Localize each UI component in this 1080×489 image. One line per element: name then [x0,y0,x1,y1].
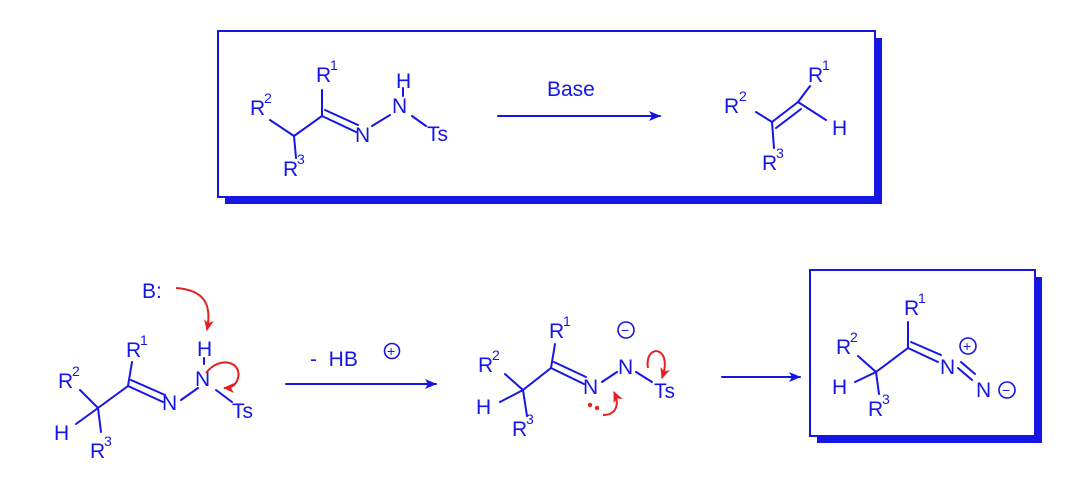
intermediate-n-imine-label: N [583,376,598,399]
reactant-n-amine-label: N [195,368,210,391]
diazo-negative-charge: − [1002,382,1010,398]
intermediate-h-label: H [476,396,491,419]
r1-superscript: 1 [330,57,338,73]
product-h-label: H [832,117,847,140]
reactant-ts-label: Ts [232,400,253,423]
reactant-n-imine-label: N [162,392,177,415]
r2-label: R [250,97,265,120]
base-reagent-label: Base [547,78,595,101]
intermediate-r2-superscript: 2 [492,347,500,363]
ts-label: Ts [427,123,448,146]
product-r1-superscript: 1 [822,57,830,73]
r2-superscript: 2 [264,90,272,106]
intermediate-ts-label: Ts [654,380,675,403]
base-species: B: [142,280,214,331]
reactant-h-top-label: H [197,338,212,361]
intermediate-n-anion-label: N [618,356,633,379]
intermediate-r3-label: R [512,418,527,441]
intermediate-r1-superscript: 1 [563,313,571,329]
step1-arrow: - HB + [285,342,437,389]
mechanism-intermediate: R 2 H R 3 R 1 N N Ts − [476,313,675,441]
top-reaction-arrow: Base [497,78,661,121]
base-label: B: [142,280,162,303]
reactant-r1-superscript: 1 [140,332,148,348]
diazo-h-label: H [832,376,847,399]
reactant-r3-label: R [90,440,105,463]
diazo-r2-label: R [836,336,851,359]
product-r3-superscript: 3 [776,145,784,161]
intermediate-r3-superscript: 3 [526,411,534,427]
reactant-h-left-label: H [54,422,69,445]
intermediate-r2-label: R [478,354,493,377]
product-r2-superscript: 2 [739,88,747,104]
diazo-r1-superscript: 1 [918,290,926,306]
n-amine-label: N [392,95,407,118]
diazo-r3-label: R [868,398,883,421]
product-r1-label: R [808,64,823,87]
top-product-alkene: R 2 R 3 R 1 H [724,57,847,175]
diazo-product: R 2 H R 3 R 1 N N + − [832,290,1016,421]
reactant-r1-label: R [126,339,141,362]
reactant-r2-superscript: 2 [72,363,80,379]
product-r3-label: R [762,152,777,175]
intermediate-negative-charge: − [621,322,629,338]
top-reactant-tosylhydrazone: R 2 R 3 R 1 N N H Ts [250,57,448,181]
diazo-n-plus-label: N [940,356,955,379]
byproduct-hb-label: - HB [310,348,358,371]
r1-label: R [316,64,331,87]
reactant-r2-label: R [58,370,73,393]
r3-label: R [283,158,298,181]
diazo-positive-charge: + [963,338,971,354]
diazo-product-box [809,269,1042,443]
top-scheme-box [217,30,882,204]
n-imine-label: N [355,124,370,147]
byproduct-plus-charge: + [387,343,395,359]
diazo-r3-superscript: 3 [882,391,890,407]
h-label: H [396,70,411,93]
diazo-r2-superscript: 2 [850,329,858,345]
diazo-n-minus-label: N [976,379,991,402]
r3-superscript: 3 [297,151,305,167]
diazo-r1-label: R [904,297,919,320]
mechanism-reactant: R 2 H R 3 R 1 N N H Ts [54,332,253,463]
reactant-r3-superscript: 3 [104,433,112,449]
intermediate-r1-label: R [549,320,564,343]
product-r2-label: R [724,95,739,118]
